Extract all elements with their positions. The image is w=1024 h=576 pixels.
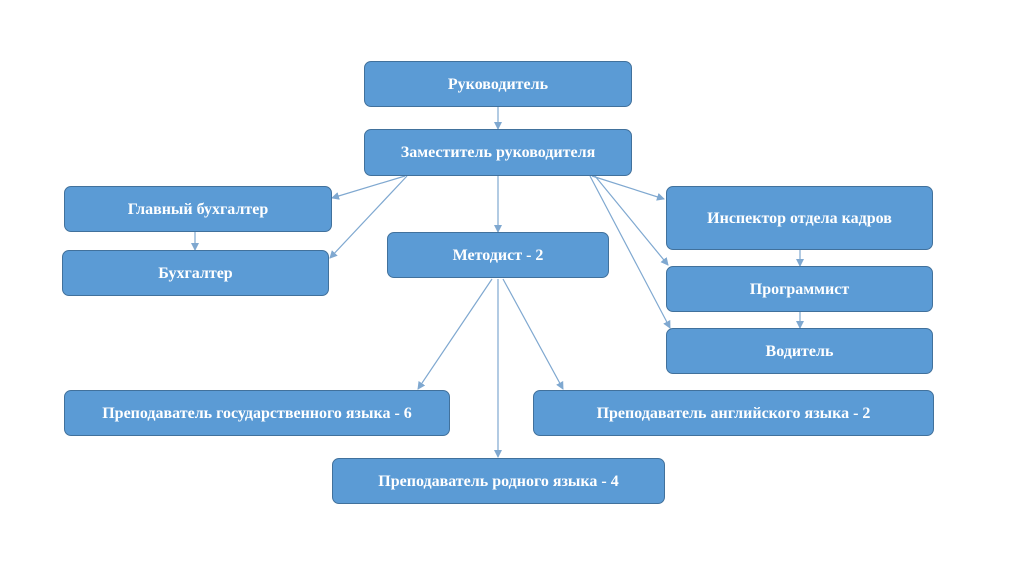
arrow-deputy-chief-accountant — [331, 175, 406, 200]
arrow-methodist-english-teacher — [502, 278, 564, 390]
node-deputy: Заместитель руководителя — [364, 129, 632, 176]
node-chief-accountant: Главный бухгалтер — [64, 186, 332, 232]
node-hr-inspector: Инспектор отдела кадров — [666, 186, 933, 250]
arrow-deputy-accountant — [329, 175, 408, 259]
arrow-deputy-driver — [589, 175, 671, 329]
node-programmer: Программист — [666, 266, 933, 312]
arrow-deputy-programmer — [594, 175, 669, 266]
node-native-language-teacher: Преподаватель родного языка - 4 — [332, 458, 665, 504]
arrow-methodist-state-teacher — [417, 278, 493, 390]
node-methodist: Методист - 2 — [387, 232, 609, 278]
node-english-teacher: Преподаватель английского языка - 2 — [533, 390, 934, 436]
node-state-language-teacher: Преподаватель государственного языка - 6 — [64, 390, 450, 436]
node-director: Руководитель — [364, 61, 632, 107]
node-accountant: Бухгалтер — [62, 250, 329, 296]
node-driver: Водитель — [666, 328, 933, 374]
arrow-deputy-hr-inspector — [591, 175, 665, 201]
